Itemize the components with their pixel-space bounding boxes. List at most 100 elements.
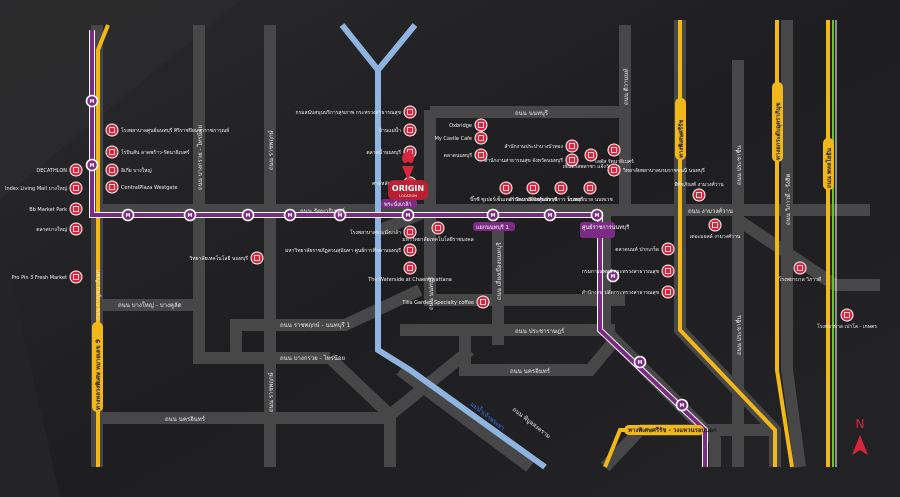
road-label: ถนน กาญจนาภิเษก xyxy=(95,269,102,320)
poi-building-icon xyxy=(403,225,417,239)
svg-text:M: M xyxy=(548,213,553,219)
poi-marker[interactable]: สำนักงานสาธารณสุข จังหวัดนนทบุรี xyxy=(484,153,579,167)
poi-marker[interactable]: วิทยาลัยพยาบาลบรมราชชนนี นนทบุรี xyxy=(607,163,705,177)
poi-marker[interactable]: มหาวิทยาลัยราชภัฏสวนสุนันทา ศูนย์การศึกษ… xyxy=(285,243,417,257)
poi-marker[interactable]: The Waterside at Chaengwattana xyxy=(367,261,452,283)
poi-building-icon xyxy=(474,148,488,162)
station-marker[interactable]: M xyxy=(675,398,689,412)
svg-text:M: M xyxy=(595,213,600,219)
highway-label: ทางยกระดับอุตราภิมุข xyxy=(774,102,782,160)
poi-marker[interactable]: โรงพยาบาลศูนย์นนทบุรี ศิริราชปิยมหาราชกา… xyxy=(105,123,229,137)
station-marker[interactable]: M xyxy=(590,208,604,222)
origin-project-marker[interactable]: ORIGIN LOCATION xyxy=(388,152,428,200)
poi-label: ตลาดนนทบุรี xyxy=(444,152,473,159)
station-marker[interactable]: M xyxy=(241,208,255,222)
poi-marker[interactable]: ตลาดนนท์ ปากเกร็ด xyxy=(615,242,675,256)
poi-marker[interactable]: วิทยาลัยเทคโนโลยี นนทบุรี xyxy=(189,251,264,265)
poi-marker[interactable]: My Castle Cafe xyxy=(435,131,488,145)
poi-marker[interactable]: โรงพยาบาล เปาโล - เกษตร xyxy=(817,308,877,330)
poi-marker[interactable]: Bb Market Park xyxy=(29,202,83,216)
poi-marker[interactable]: สำนักงานประปาบางบัวทอง xyxy=(504,139,579,153)
poi-label: สำนักงานสาธารณสุข จังหวัดนนทบุรี xyxy=(484,157,563,164)
poi-marker[interactable]: เดอะมอลล์ งามวงศ์วาน xyxy=(690,218,741,240)
poi-marker[interactable]: สำนักงาน ปลัดกระทรวงสาธารณสุข xyxy=(582,285,675,299)
poi-label: ตลาดน้ำนนทบุรี xyxy=(366,147,401,156)
poi-building-icon xyxy=(69,163,83,177)
station-marker[interactable]: M xyxy=(333,208,347,222)
svg-text:M: M xyxy=(90,163,95,169)
station-marker[interactable]: M xyxy=(543,208,557,222)
station-marker[interactable]: M xyxy=(633,355,647,369)
poi-marker[interactable]: ศูนย์ราชการ นนทบุรี xyxy=(539,181,584,203)
poi-marker[interactable]: กรมสนับสนุนบริการสุขภาพ กระทรวงสาธารณสุข xyxy=(295,105,417,119)
poi-marker[interactable]: ตลาดนนทบุรี xyxy=(444,148,488,162)
road-label: ถนน บางกรวย - ไทรน้อย xyxy=(196,125,204,190)
poi-marker[interactable]: DECATHLON xyxy=(36,163,83,177)
poi-label: สำนักงานที่ดิน นนทบุรี xyxy=(509,196,558,203)
road-label: ถนน นครอินทร์ xyxy=(165,415,206,423)
poi-marker[interactable]: Index Living Mall บางใหญ่ xyxy=(5,181,83,195)
poi-building-icon xyxy=(105,145,119,159)
station-icon xyxy=(675,398,689,412)
poi-marker[interactable]: กรมการแพทย์ กระทรวงสาธารณสุข xyxy=(582,264,675,278)
poi-marker[interactable]: โรงพยาบาลพระนั่งเกล้า xyxy=(350,225,417,239)
origin-logo-text: ORIGIN xyxy=(392,184,424,193)
poi-marker[interactable]: ตลาดบางใหญ่ xyxy=(36,222,83,236)
poi-building-icon xyxy=(474,118,488,132)
poi-marker[interactable]: บิ๊กซี ซูเปอร์เซ็นเตอร์ รัตนาธิเบศร์ xyxy=(470,181,542,203)
svg-text:M: M xyxy=(90,99,95,105)
station-marker[interactable]: M xyxy=(183,208,197,222)
poi-marker[interactable]: CentralPlaza Westgate xyxy=(105,180,178,194)
poi-marker[interactable]: Pro Pin 3 Fresh Market xyxy=(12,270,83,284)
poi-label: Pro Pin 3 Fresh Market xyxy=(12,275,67,281)
poi-marker[interactable]: สำนักงานที่ดิน นนทบุรี xyxy=(509,181,558,203)
poi-marker[interactable]: โรงพยาบาล นนทเวช xyxy=(567,181,613,203)
road-label: ถนน ราชพฤกษ์ - นนทบุรี 1 xyxy=(280,321,351,329)
road-label: ถนน รัตนาธิเบศร์ xyxy=(300,207,346,215)
road-label: ถนน นนทบุรี xyxy=(427,276,435,310)
svg-text:M: M xyxy=(246,213,251,219)
poi-marker[interactable]: โรงพยาบาล วิภาวดี xyxy=(779,261,821,283)
poi-building-icon xyxy=(250,251,264,265)
station-marker[interactable]: M xyxy=(121,208,135,222)
poi-building-icon xyxy=(607,163,621,177)
poi-label: โรงพยาบาล วิภาวดี xyxy=(779,276,821,283)
poi-marker[interactable]: เซ็นทรัลพลาซา แจ้งวัฒนะ xyxy=(563,148,620,170)
poi-label: ตลาดนนท์ ปากเกร็ด xyxy=(615,245,659,253)
origin-logo-subtext: LOCATION xyxy=(399,194,417,198)
poi-marker[interactable]: อิเกีย บางใหญ่ xyxy=(105,163,152,177)
poi-label: โรงพยาบาลศูนย์นนทบุรี ศิริราชปิยมหาราชกา… xyxy=(121,127,229,134)
poi-marker[interactable]: พิพิธภัณฑ์ งามวงศ์วาน xyxy=(674,181,724,202)
poi-label: กรมสนับสนุนบริการสุขภาพ กระทรวงสาธารณสุข xyxy=(295,109,401,116)
station-marker[interactable]: M xyxy=(283,208,297,222)
poi-marker[interactable]: โรบินสัน ลาดพร้าว-รัตนาธิเบศร์ xyxy=(105,145,190,159)
station-label: ศูนย์ราชการนนทบุรี xyxy=(582,224,629,231)
station-marker[interactable]: M xyxy=(85,94,99,108)
poi-marker[interactable]: มหาวิทยาลัยเทคโนโลยีราชมงคล xyxy=(402,221,474,243)
station-marker[interactable]: M xyxy=(401,208,415,222)
svg-text:M: M xyxy=(638,360,643,366)
north-arrow-icon xyxy=(852,435,868,455)
poi-marker[interactable]: บ้านแม่น้ำ xyxy=(379,123,417,137)
poi-marker[interactable]: โลตัส รัตนาธิเบศร์ xyxy=(594,143,634,165)
poi-building-icon xyxy=(105,180,119,194)
station-icon xyxy=(333,208,347,222)
poi-label: Index Living Mall บางใหญ่ xyxy=(5,185,67,192)
station-marker[interactable]: M xyxy=(606,269,620,283)
poi-building-icon xyxy=(403,123,417,137)
poi-marker[interactable]: Tilia Garden Specialty coffee xyxy=(401,295,490,309)
poi-building-icon xyxy=(565,153,579,167)
road-label: ถนน ราชพฤกษ์ xyxy=(267,130,275,170)
station-marker[interactable]: M xyxy=(85,158,99,172)
station-marker[interactable]: M xyxy=(486,208,500,222)
poi-label: เซ็นทรัลพลาซา แจ้งวัฒนะ xyxy=(563,162,620,170)
station-icon xyxy=(183,208,197,222)
poi-building-icon xyxy=(708,218,722,232)
station-icon xyxy=(241,208,255,222)
chao-phraya-river xyxy=(339,23,547,470)
highway-label: ทางพิเศษศรีรัช - วงแหวนรอบนอก xyxy=(628,426,717,434)
poi-marker[interactable]: Oxbridge xyxy=(449,118,488,132)
station-icon xyxy=(85,94,99,108)
